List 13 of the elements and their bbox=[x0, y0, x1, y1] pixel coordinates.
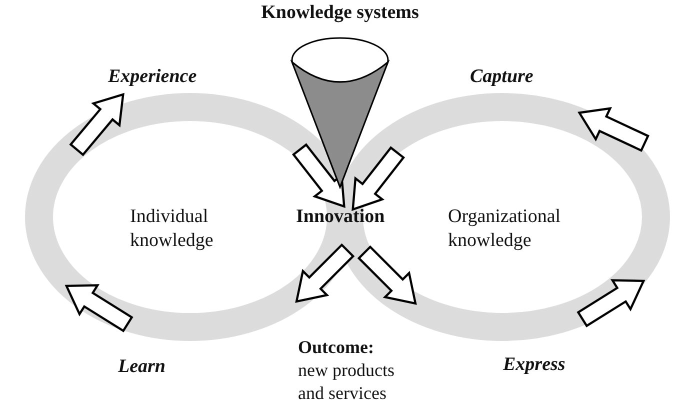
cycle-label: Express bbox=[503, 354, 566, 376]
center-label: Innovation bbox=[296, 206, 385, 228]
block-arrow bbox=[352, 146, 406, 211]
node-heading: Knowledge systems bbox=[260, 2, 420, 24]
block-arrow bbox=[295, 243, 355, 303]
cycle-label: Experience bbox=[108, 66, 197, 88]
block-arrow bbox=[292, 143, 346, 208]
outcome-text: Outcome: new products and services bbox=[298, 336, 396, 405]
node-label: Organizational knowledge bbox=[448, 205, 562, 253]
node-label: Individual knowledge bbox=[130, 205, 214, 253]
block-arrow bbox=[357, 245, 417, 305]
cycle-label: Learn bbox=[118, 356, 166, 378]
cycle-label: Capture bbox=[470, 66, 534, 88]
